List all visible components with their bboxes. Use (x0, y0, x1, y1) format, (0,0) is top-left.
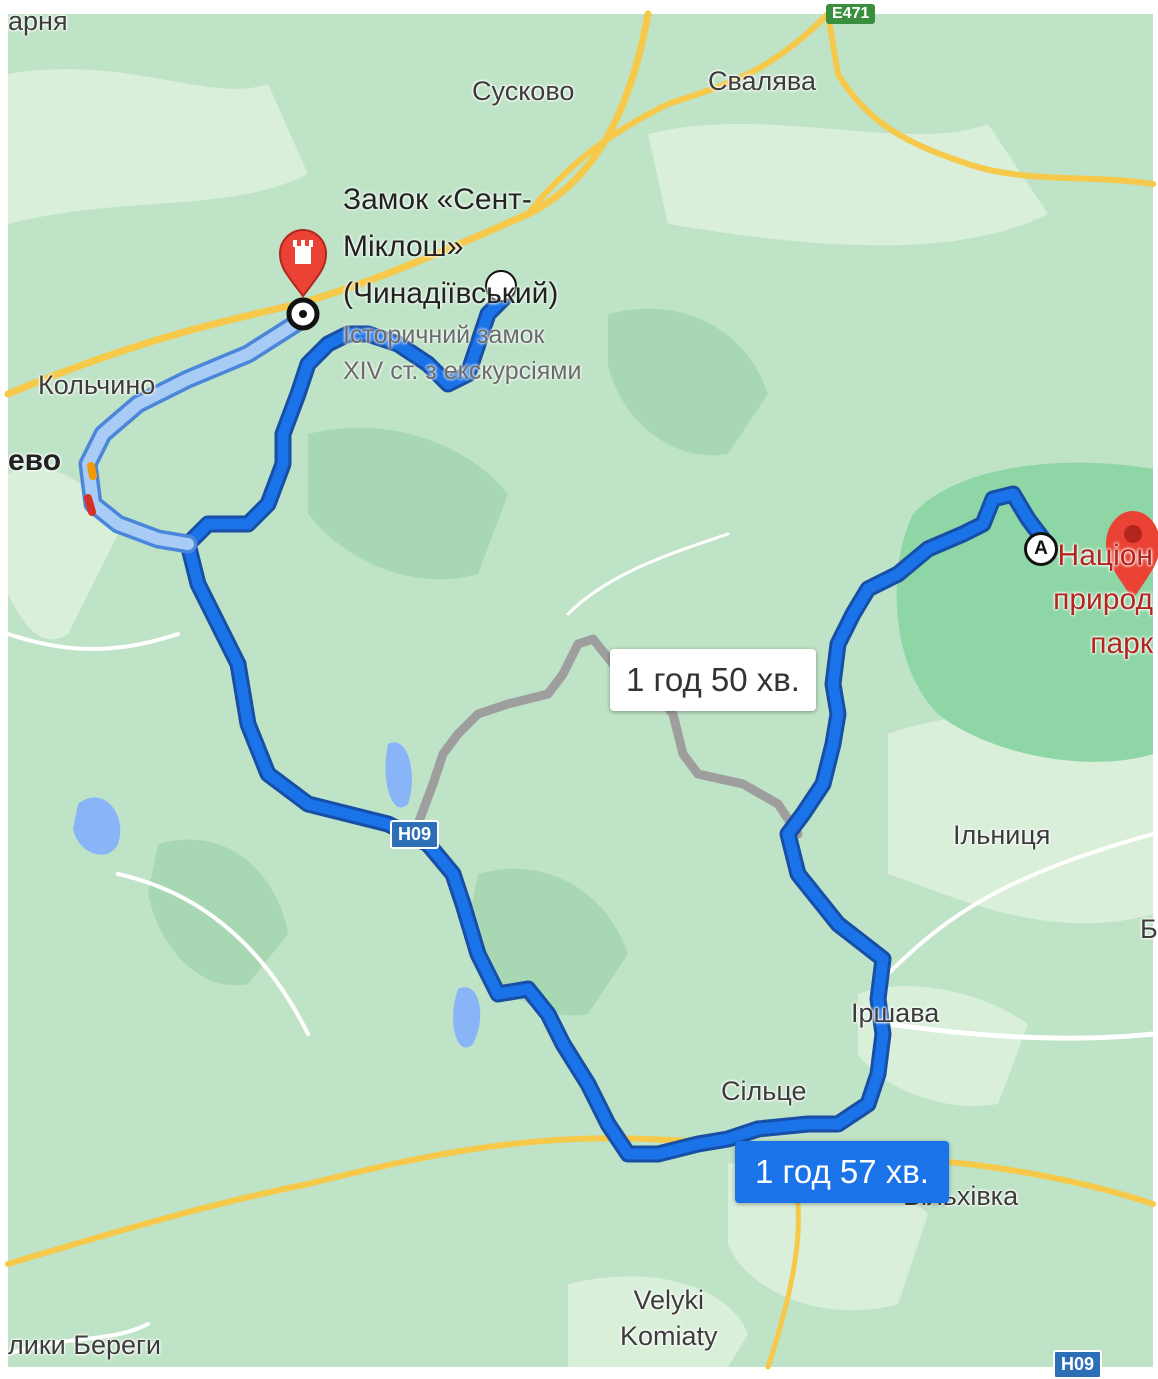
place-label-lyki-berehy: лики Береги (8, 1330, 161, 1360)
lakes (73, 742, 481, 1048)
start-marker-a[interactable]: A (1024, 532, 1058, 566)
road-shield-h09-bottom: H09 (1053, 1350, 1103, 1379)
place-label-irshava: Іршава (851, 998, 940, 1028)
park-poi-line3: парк (1090, 627, 1153, 660)
alternative-route-duration[interactable]: 1 год 50 хв. (610, 649, 816, 711)
forest-patches (148, 308, 768, 1016)
route-waypoint-circle (485, 270, 517, 302)
castle-poi-description: Історичний замок XIV ст. з екскурсіями (343, 317, 581, 389)
road-shield-h09: H09 (390, 820, 440, 849)
light-route-segment (78, 309, 313, 554)
map-view[interactable]: арня Сусково Свалява Кольчино ево Ільниц… (4, 4, 1158, 1379)
place-label-ilnytsia: Ільниця (953, 820, 1051, 850)
castle-poi-desc2: XIV ст. з екскурсіями (343, 357, 582, 385)
selected-route-duration[interactable]: 1 год 57 хв. (735, 1141, 949, 1203)
park-poi-line2: природ (1053, 583, 1153, 616)
castle-poi-name[interactable]: Замок «Сент- Міклош» (Чинадіївський) (343, 176, 558, 317)
place-label-silce: Сільце (721, 1076, 807, 1106)
castle-pin-icon[interactable] (278, 228, 328, 331)
place-label-suskovo: Сусково (472, 76, 575, 106)
alternative-route-line (413, 634, 803, 839)
place-label-arnia: арня (8, 6, 68, 36)
castle-poi-desc1: Історичний замок (343, 321, 545, 349)
castle-poi-line1: Замок «Сент- (343, 183, 532, 216)
place-label-kolchyno: Кольчино (38, 370, 156, 400)
park-poi-name[interactable]: Націон природ парк (1053, 534, 1153, 666)
place-label-evo: ево (8, 444, 62, 477)
selected-route-line (179, 290, 1052, 1163)
park-pin-icon[interactable] (1106, 511, 1158, 599)
road-shield-e471: E471 (826, 4, 876, 24)
castle-poi-line2: Міклош» (343, 230, 464, 263)
place-label-edge-b: Б (1140, 914, 1158, 944)
map-canvas[interactable] (4, 10, 1158, 1370)
place-label-velyki-komiaty: Velyki Komiaty (620, 1285, 718, 1351)
castle-poi-line3: (Чинадіївський) (343, 277, 559, 310)
place-label-svaliava: Свалява (708, 66, 816, 96)
park-poi-line1: Націон (1057, 539, 1153, 572)
